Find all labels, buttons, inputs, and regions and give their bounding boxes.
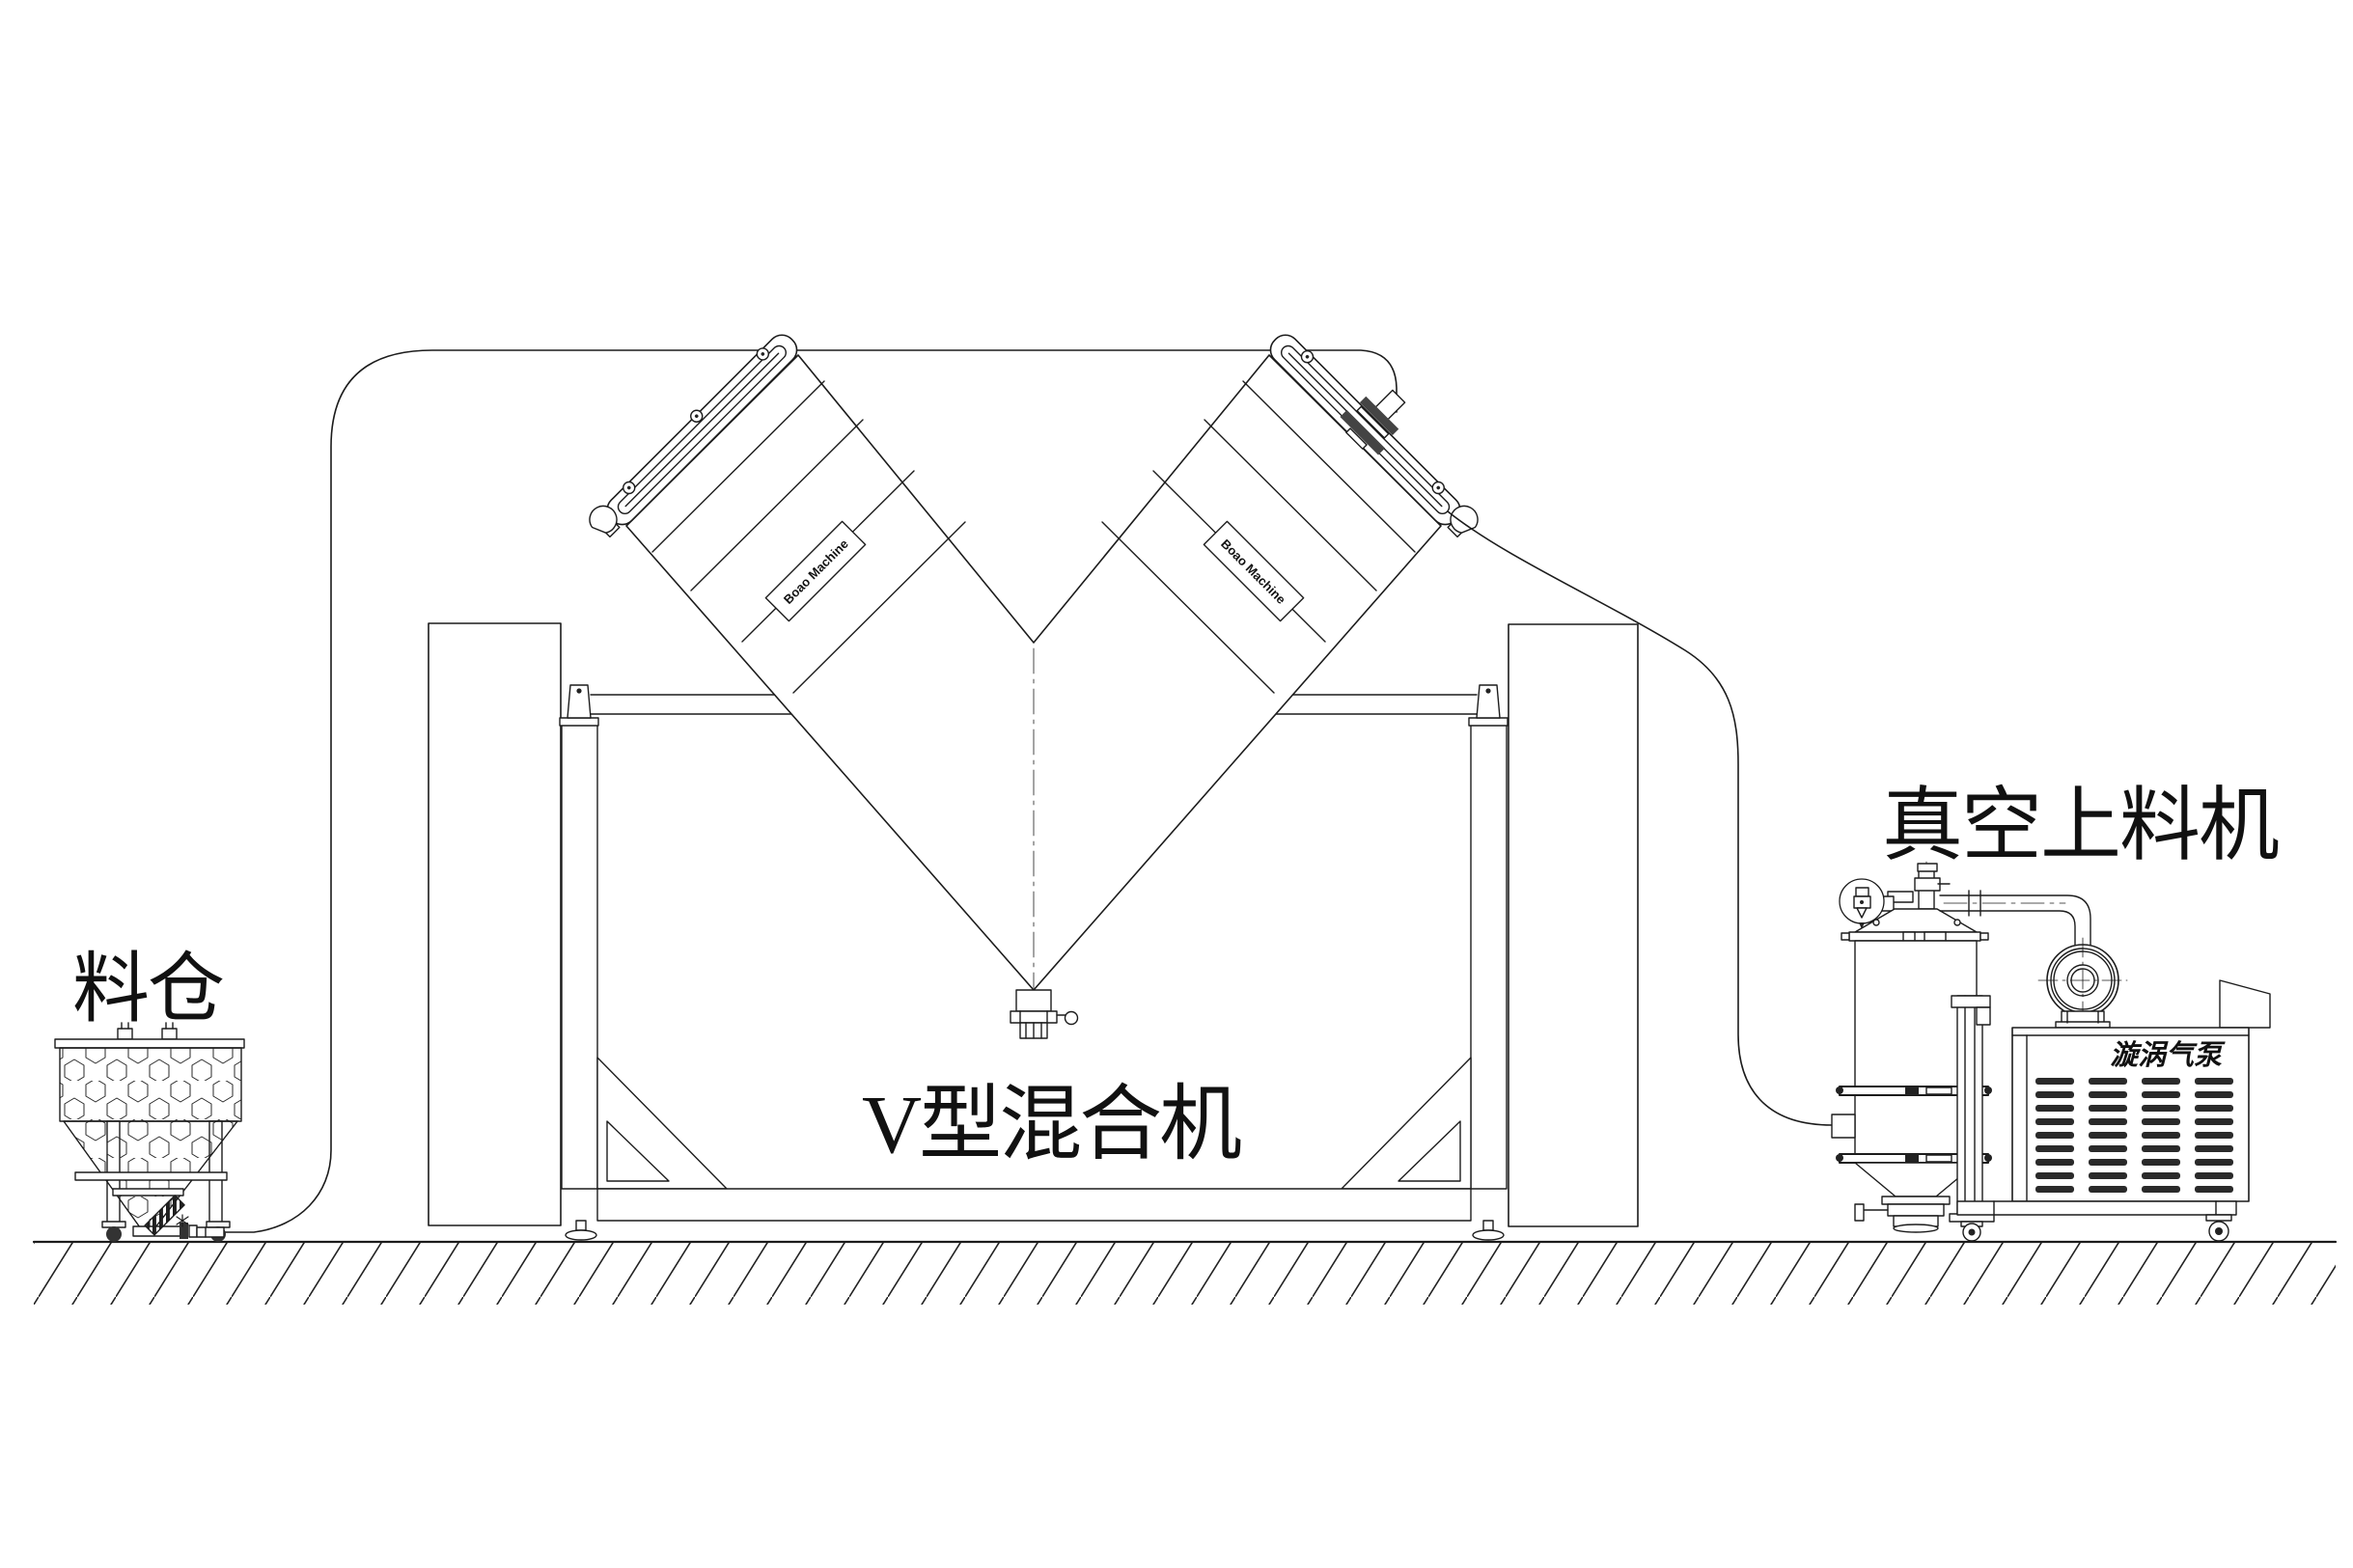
detail-balloon [1839,878,1885,929]
feeder-inlet-stub [1831,1114,1856,1139]
mixer-feet [565,1220,1505,1241]
cabinet-caster [2205,1214,2232,1242]
pump-cabinet [1956,1027,2250,1242]
mixer-base [596,1057,1472,1222]
feeder-stand [1949,995,1995,1242]
conveying-pipe-hopper-to-mixer [223,349,1398,1233]
v-mixer-unit: Boao Machine Boao Machine [428,334,1639,1241]
mixer-right-post [1470,723,1508,1190]
hopper-body [59,1047,242,1122]
spout-clamp-handle [1064,1010,1079,1026]
feeder-clamp-bands [1836,1086,1992,1164]
mixer-left-column [428,622,562,1226]
feeder-to-pump-pipe [1939,890,2091,949]
feeder-rim-band [1841,931,1989,942]
pump-label: 漩涡气泵 [2110,1040,2226,1071]
lance-bolt [176,1214,189,1227]
mixer-right-bearing-bracket [1468,684,1509,727]
left-arm-seams [651,380,966,694]
vacuum-hose-mixer-to-feeder [1447,510,1833,1126]
feeder-label: 真空上料机 [1882,782,2279,871]
feeder-body [1854,940,1978,1164]
pump-rear-plate [2219,979,2271,1029]
feeder-discharge [1854,1162,1978,1233]
right-lid-charge-port [1340,389,1406,455]
vortex-blower [2037,937,2128,1029]
balloon-leader-arrow [1859,922,1865,929]
right-lid-handle-knob [1447,505,1479,538]
hopper-label: 料仓 [72,948,223,1032]
hopper-brace [74,1171,228,1181]
cabinet-base-frame [1956,1200,2237,1216]
hopper-lid [54,1038,245,1049]
mixer-left-lid [589,334,798,538]
mixer-right-column [1508,623,1639,1227]
mixer-left-bearing-bracket [559,684,599,727]
vacuum-feeder-unit [1831,861,2271,1242]
hopper-suction-lance [144,1195,185,1236]
hopper-cone-flange [112,1188,184,1197]
ground-hatch [34,1243,2336,1305]
mixer-right-lid [1269,334,1479,538]
mixer-label: V型混合机 [862,1078,1241,1170]
ground [32,1240,2338,1305]
hopper-unit [54,1022,245,1242]
cabinet-louvers [2035,1078,2233,1193]
left-lid-handle-knob [589,505,621,538]
mixer-left-post [561,723,598,1190]
mixer-discharge-spout [1010,989,1079,1039]
